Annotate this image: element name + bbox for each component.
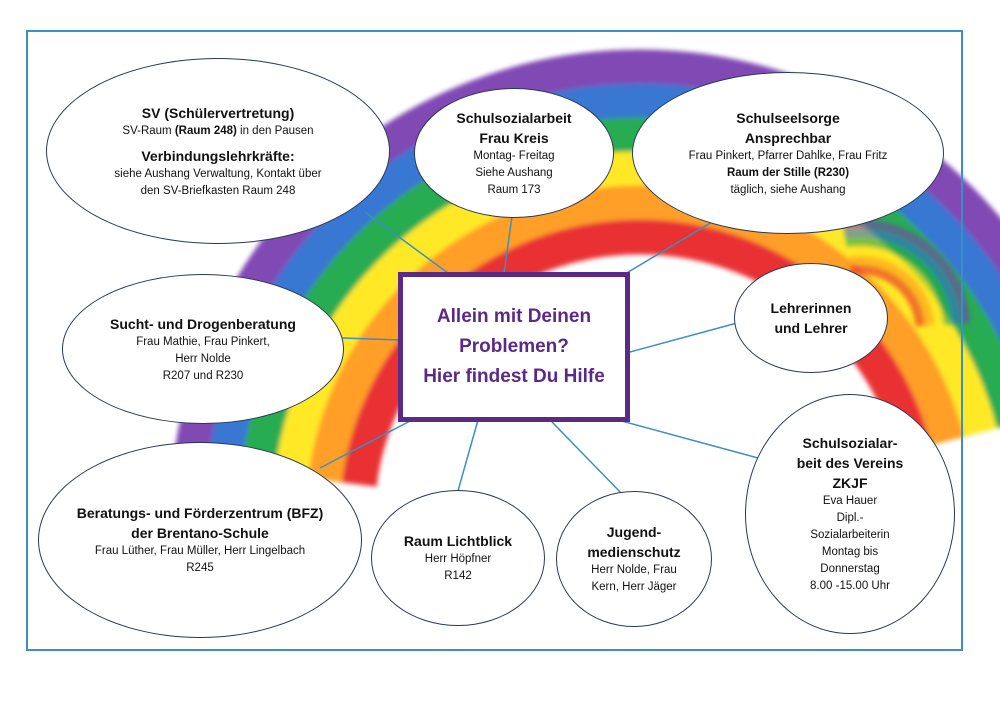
- bfz-title1: Beratungs- und Förderzentrum (BFZ): [76, 505, 324, 521]
- zkjf-title3: ZKJF: [832, 475, 868, 491]
- center-line: Allein mit Deinen: [436, 306, 592, 327]
- connector-sucht: [341, 337, 401, 341]
- lehrer-title1: Lehrerinnen: [770, 300, 852, 316]
- connector-jugend: [551, 421, 625, 497]
- small-rainbow-arcs: [842, 219, 971, 327]
- bfz-line: Frau Lüther, Frau Müller, Herr Lingelbac…: [94, 545, 306, 557]
- schulsozialarbeit-title2: Frau Kreis: [479, 129, 549, 146]
- zkjf-line: Dipl.-: [836, 512, 864, 524]
- schulsozialarbeit-title1: Schulsozialarbeit: [456, 109, 572, 126]
- connector-bfz: [319, 419, 413, 469]
- node-lehrer: Lehrerinnen und Lehrer: [734, 263, 888, 373]
- sv-room-post: in den Pausen: [236, 124, 314, 137]
- node-sv: SV (Schülervertretung) SV-Raum (Raum 248…: [46, 58, 390, 244]
- seelsorge-title1: Schulseelsorge: [736, 109, 840, 126]
- connector-sv: [364, 211, 453, 277]
- schulsozialarbeit-line: Siehe Aushang: [475, 166, 553, 179]
- connector-zkjf: [617, 419, 759, 459]
- sucht-title: Sucht- und Drogenberatung: [110, 315, 296, 332]
- lichtblick-line: Herr Höpfner: [424, 553, 492, 565]
- lichtblick-title: Raum Lichtblick: [403, 533, 513, 549]
- seelsorge-line2: Raum der Stille (R230): [726, 166, 850, 179]
- jugend-title1: Jugend-: [606, 524, 662, 540]
- zkjf-title2: beit des Vereins: [796, 455, 904, 471]
- sv-line3: den SV-Briefkasten Raum 248: [140, 184, 296, 197]
- sv-room-bold: (Raum 248): [174, 124, 237, 137]
- jugend-title2: medienschutz: [587, 544, 681, 560]
- jugend-line: Herr Nolde, Frau: [591, 564, 677, 576]
- lichtblick-line: R142: [444, 570, 472, 582]
- bfz-line: R245: [186, 562, 214, 574]
- node-sucht: Sucht- und Drogenberatung Frau Mathie, F…: [62, 274, 344, 424]
- rainbow-band: [848, 255, 935, 327]
- zkjf-line: Donnerstag: [820, 563, 880, 575]
- sucht-line: Herr Nolde: [175, 352, 231, 365]
- connector-lehrer: [629, 322, 738, 353]
- rainbow-band: [846, 246, 944, 326]
- page-frame: [26, 30, 963, 651]
- seelsorge-title2: Ansprechbar: [744, 129, 832, 146]
- sucht-line: R207 und R230: [162, 369, 244, 382]
- center-line: Problemen?: [459, 336, 569, 357]
- node-lichtblick: Raum Lichtblick Herr Höpfner R142: [371, 490, 545, 626]
- rainbow-band: [845, 237, 953, 325]
- zkjf-title1: Schulsozialar-: [802, 435, 898, 451]
- lehrer-title2: und Lehrer: [774, 320, 848, 336]
- node-jugend: Jugend- medienschutz Herr Nolde, Frau Ke…: [556, 491, 712, 627]
- center-line: Hier findest Du Hilfe: [423, 366, 605, 387]
- connector-schulsozialarbeit: [503, 215, 513, 275]
- zkjf-line: Montag bis: [821, 546, 879, 558]
- schulsozialarbeit-line: Raum 173: [487, 183, 541, 196]
- zkjf-line: Sozialarbeiterin: [810, 529, 890, 541]
- seelsorge-line1: Frau Pinkert, Pfarrer Dahlke, Frau Fritz: [688, 149, 888, 162]
- sv-subtitle: Verbindungslehrkräfte:: [141, 147, 295, 164]
- connector-seelsorge: [624, 221, 713, 275]
- node-seelsorge: Schulseelsorge Ansprechbar Frau Pinkert,…: [632, 72, 944, 234]
- sv-line2: siehe Aushang Verwaltung, Kontakt über: [114, 167, 322, 180]
- bfz-title2: der Brentano-Schule: [131, 525, 269, 541]
- rainbow-band: [849, 264, 926, 327]
- node-zkjf: Schulsozialar- beit des Vereins ZKJF Eva…: [745, 394, 955, 634]
- zkjf-line: 8.00 -15.00 Uhr: [810, 580, 890, 592]
- rainbow-band: [844, 228, 962, 325]
- zkjf-line: Eva Hauer: [822, 495, 878, 507]
- schulsozialarbeit-line: Montag- Freitag: [473, 149, 555, 162]
- node-bfz: Beratungs- und Förderzentrum (BFZ) der B…: [38, 442, 362, 638]
- jugend-line: Kern, Herr Jäger: [591, 581, 677, 593]
- sv-room-line: SV-Raum (Raum 248) in den Pausen: [122, 123, 313, 140]
- node-schulsozialarbeit: Schulsozialarbeit Frau Kreis Montag- Fre…: [414, 88, 614, 218]
- sv-title: SV (Schülervertretung): [141, 104, 295, 121]
- center-box: Allein mit Deinen Problemen? Hier findes…: [398, 272, 630, 422]
- seelsorge-line3: täglich, siehe Aushang: [730, 183, 846, 196]
- sv-room-pre: SV-Raum: [122, 124, 175, 137]
- sucht-line: Frau Mathie, Frau Pinkert,: [136, 335, 270, 348]
